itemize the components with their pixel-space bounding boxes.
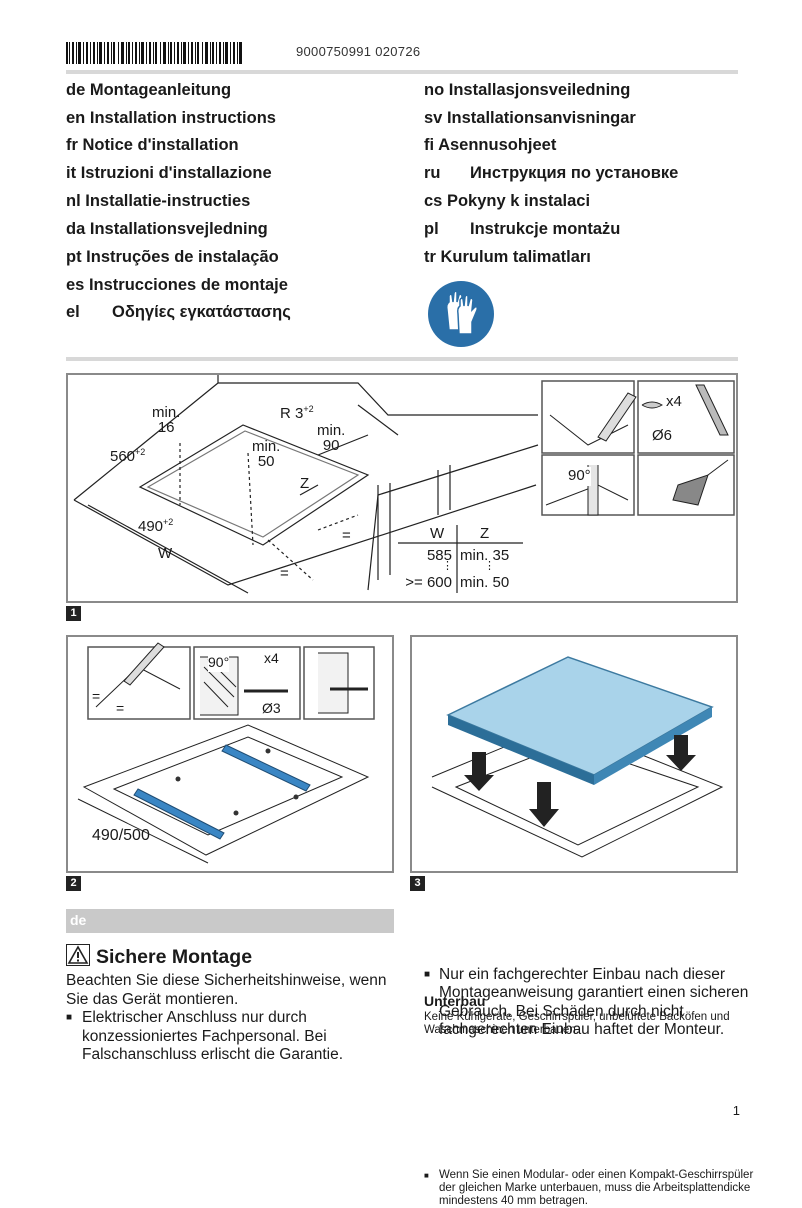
table-row1-z: min. 35	[460, 547, 510, 564]
label-min50: min.50	[252, 438, 281, 470]
subsection-heading: Unterbau	[424, 993, 486, 1009]
fig2-label-90deg: 90°	[208, 653, 230, 672]
fig2-label-x4: x4	[264, 650, 279, 666]
lang-fr: fr Notice d'installation	[66, 136, 239, 154]
top-divider	[66, 70, 738, 74]
safety-bullet-1: ■Elektrischer Anschluss nur durch konzes…	[66, 1009, 344, 1063]
label-equal-2: =	[280, 565, 289, 582]
lang-de: de Montageanleitung	[66, 81, 232, 99]
lang-en: en Installation instructions	[66, 109, 276, 127]
section-heading: Sichere Montage	[66, 944, 252, 969]
lang-fi: fi Asennusohjeet	[424, 136, 557, 154]
label-d6: Ø6	[652, 427, 673, 444]
section-language-code: de	[70, 912, 87, 928]
label-r3: R 3+2	[280, 404, 314, 422]
label-560: 560+2	[110, 447, 146, 465]
figure-2-rail-mounting: 90° x4 Ø3 = = 490/500	[66, 635, 394, 873]
lang-da: da Installationsvejledning	[66, 220, 268, 238]
protective-gloves-icon	[428, 281, 494, 347]
subsection-bullet: ■Wenn Sie einen Modular- oder einen Komp…	[424, 1168, 754, 1207]
lang-es: es Instrucciones de montaje	[66, 276, 288, 294]
lang-cs: cs Pokyny k instalaci	[424, 192, 591, 210]
fig2-label-dim: 490/500	[92, 827, 150, 844]
lang-sv: sv Installationsanvisningar	[424, 109, 636, 127]
figure-3-hob-insertion	[410, 635, 738, 873]
lang-nl: nl Installatie-instructies	[66, 192, 251, 210]
figure-2-drawing	[77, 642, 375, 864]
table-ellipsis-w: ⋮	[442, 560, 453, 572]
table-header-z: Z	[480, 525, 490, 542]
fig2-label-d3: Ø3	[262, 700, 281, 716]
section-intro: Beachten Sie diese Sicherheitshinweise, …	[66, 972, 387, 1008]
lang-tr: tr Kurulum talimatları	[424, 248, 591, 266]
table-row1-w: 585	[426, 547, 452, 564]
label-90deg: 90°	[568, 467, 591, 486]
figure-2-badge: 2	[66, 876, 81, 891]
page-number: 1	[732, 1103, 740, 1118]
label-min16: min.16	[152, 404, 181, 436]
table-row2-z: min. 50	[460, 574, 510, 591]
fig2-label-eq-a: =	[92, 688, 101, 704]
lang-pt: pt Instruções de instalação	[66, 248, 279, 266]
figure-1-drawing	[73, 375, 735, 594]
lang-no: no Installasjonsveiledning	[424, 81, 631, 99]
barcode	[66, 42, 242, 64]
table-row2-w: >= 600	[405, 574, 452, 591]
lang-it: it Istruzioni d'installazione	[66, 164, 272, 182]
figure-3-drawing	[431, 656, 724, 858]
mid-divider	[66, 357, 738, 361]
section-language-bar: de	[66, 909, 394, 933]
warning-icon	[66, 944, 90, 966]
label-490: 490+2	[138, 517, 174, 535]
figure-1-cutout-dimensions: min.16 R 3+2 min.90 min.50 560+2 Z 490+2…	[66, 373, 738, 603]
document-number: 9000750991 020726	[296, 44, 421, 59]
table-header-w: W	[430, 525, 445, 542]
figure-1-badge: 1	[66, 606, 81, 621]
label-equal-1: =	[342, 527, 351, 544]
label-x4: x4	[666, 393, 682, 410]
label-w: W	[158, 545, 173, 562]
table-ellipsis-z: ⋮	[484, 560, 495, 572]
label-z: Z	[300, 475, 310, 492]
safety-bullet-2: ■Nur ein fachgerechter Einbau nach diese…	[424, 965, 749, 1039]
label-min90: min.90	[317, 422, 346, 454]
subsection-text: Keine Kühlgeräte, Geschirrspüler, unbelü…	[424, 1011, 730, 1036]
fig2-label-eq-b: =	[116, 700, 125, 716]
figure-3-badge: 3	[410, 876, 425, 891]
